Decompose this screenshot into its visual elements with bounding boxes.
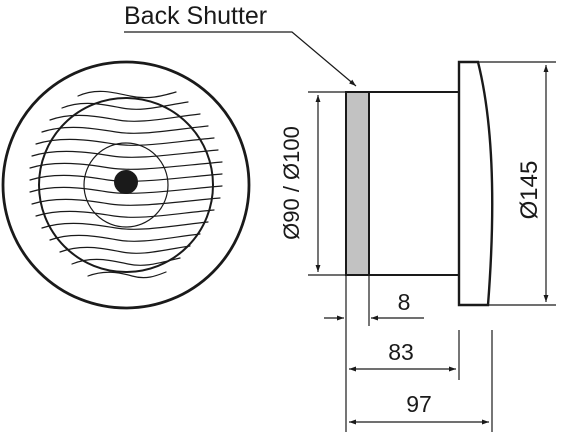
front-cover-profile — [457, 60, 494, 307]
front-hub-ring — [83, 142, 169, 228]
outer-diameter-label: Ø145 — [516, 161, 543, 220]
inner-diameter-label: Ø90 / Ø100 — [279, 126, 304, 240]
shutter-width-label: 8 — [398, 289, 411, 315]
overall-length-label: 97 — [406, 391, 432, 417]
dimension-lines — [124, 31, 556, 432]
front-view — [1, 60, 251, 310]
back-shutter — [345, 91, 370, 276]
front-center-hub — [114, 170, 138, 194]
back-shutter-leader — [124, 31, 357, 87]
front-outer-rim — [1, 60, 251, 310]
body-length-label: 83 — [388, 339, 414, 365]
front-grille-ring — [38, 97, 214, 273]
side-view — [345, 60, 494, 307]
back-shutter-label: Back Shutter — [124, 2, 267, 30]
front-wave-grille — [29, 90, 223, 279]
duct-body — [368, 91, 460, 276]
